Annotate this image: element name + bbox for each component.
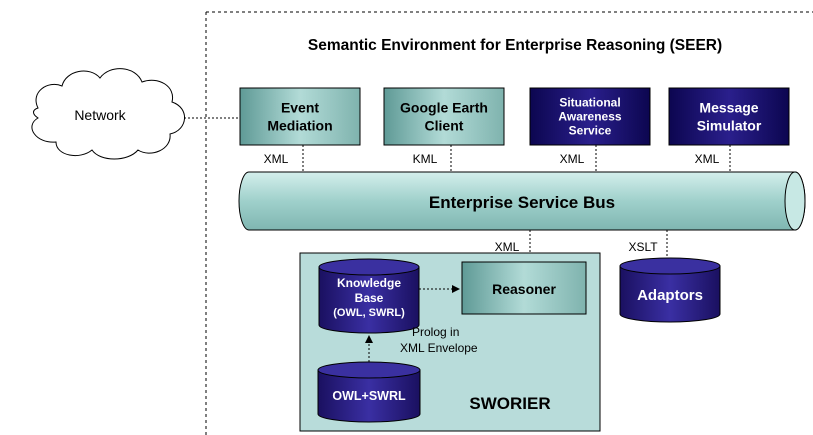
- sworier-label: SWORIER: [469, 394, 550, 413]
- reasoner-protocol-label: XML: [495, 240, 520, 254]
- seer-boundary: [205, 11, 813, 435]
- adaptors-cylinder: Adaptors: [619, 257, 721, 323]
- message-simulator-label-line-1: Message: [699, 99, 758, 115]
- event-mediation-box: [239, 87, 361, 146]
- prolog-note-line-1: Prolog in: [412, 325, 459, 339]
- reasoner-label: Reasoner: [492, 281, 556, 297]
- google-earth-client-label-line-2: Client: [425, 117, 464, 133]
- knowledge-base-line-3: (OWL, SWRL): [333, 307, 405, 319]
- knowledge-base-line-1: Knowledge: [337, 276, 401, 290]
- message-simulator-protocol-label: XML: [695, 152, 720, 166]
- enterprise-service-bus: Enterprise Service Bus: [238, 171, 806, 231]
- message-simulator-label-line-2: Simulator: [697, 117, 762, 133]
- adaptors-protocol-label: XSLT: [628, 240, 658, 254]
- network-cloud: Network: [31, 68, 185, 160]
- knowledge-base-cylinder: Knowledge Base (OWL, SWRL): [318, 258, 420, 334]
- owl-swrl-cylinder: OWL+SWRL: [317, 361, 421, 423]
- message-simulator-box: [668, 87, 790, 146]
- adaptors-label: Adaptors: [637, 287, 703, 304]
- situational-awareness-service-protocol-label: XML: [560, 152, 585, 166]
- prolog-note-line-2: XML Envelope: [400, 341, 478, 355]
- event-mediation-label-line-1: Event: [281, 99, 319, 115]
- reasoner-box: Reasoner: [461, 261, 587, 315]
- bus-label: Enterprise Service Bus: [429, 193, 615, 212]
- google-earth-client-box: [383, 87, 505, 146]
- owl-swrl-label: OWL+SWRL: [332, 389, 406, 403]
- google-earth-client-protocol-label: KML: [413, 152, 438, 166]
- diagram-title: Semantic Environment for Enterprise Reas…: [308, 37, 722, 54]
- network-label: Network: [74, 107, 126, 123]
- situational-awareness-service-label-line-2: Awareness: [558, 110, 621, 124]
- knowledge-base-line-2: Base: [355, 291, 384, 305]
- event-mediation-label-line-2: Mediation: [267, 117, 332, 133]
- event-mediation-protocol-label: XML: [264, 152, 289, 166]
- google-earth-client-label-line-1: Google Earth: [400, 99, 488, 115]
- situational-awareness-service-label-line-3: Service: [569, 124, 612, 138]
- situational-awareness-service-label-line-1: Situational: [559, 96, 620, 110]
- situational-awareness-service-box: [529, 87, 651, 146]
